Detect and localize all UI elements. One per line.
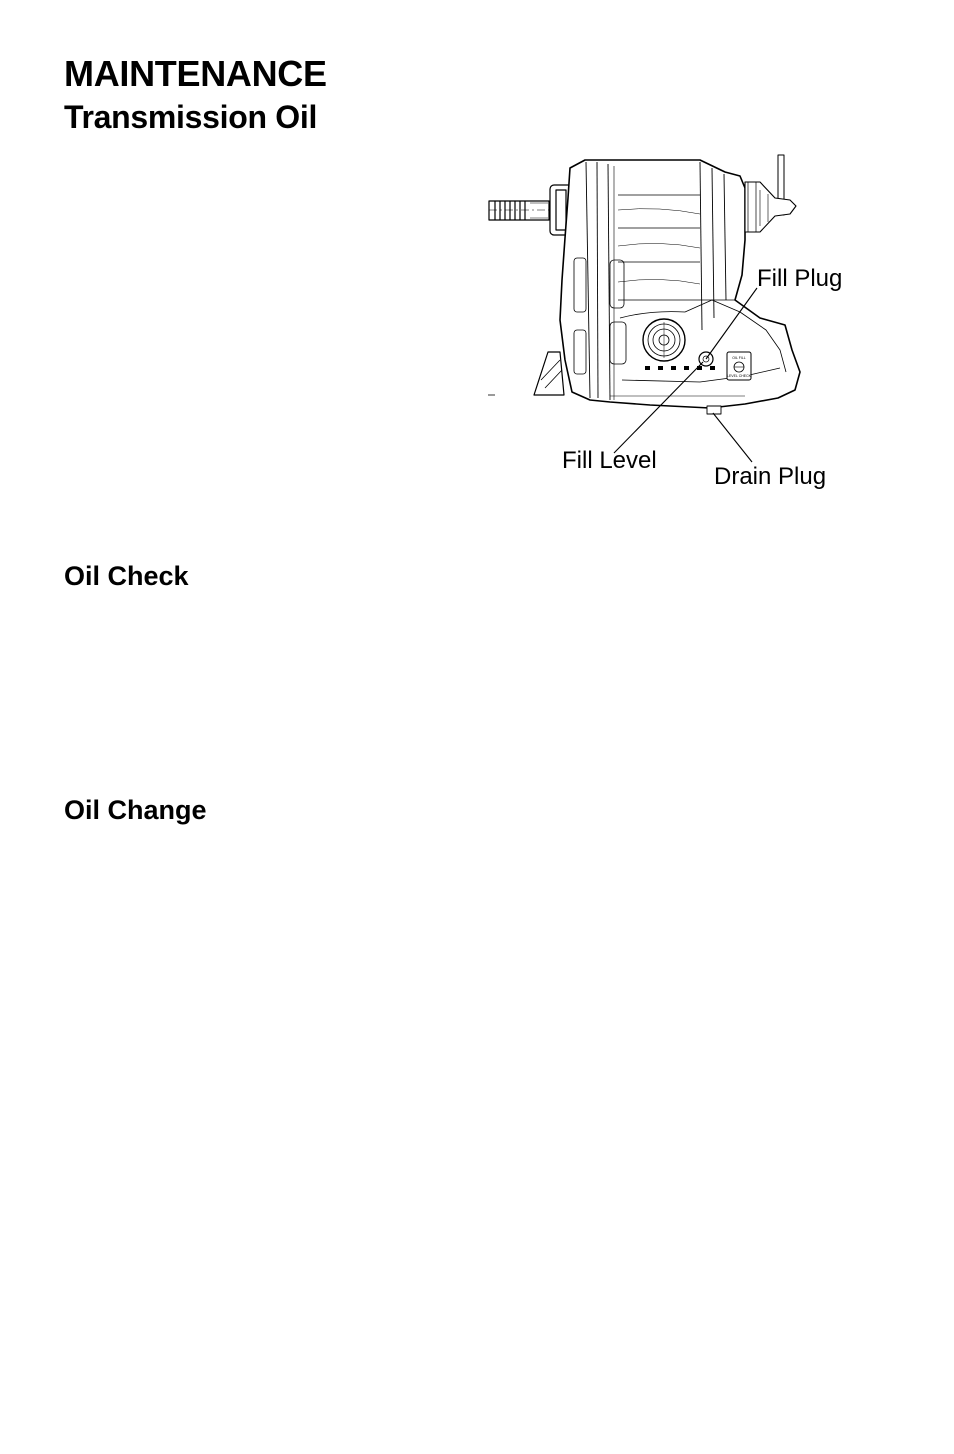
fill-plug-leader	[705, 287, 758, 360]
fill-plug-label: Fill Plug	[757, 265, 843, 292]
page-section-title: MAINTENANCE	[64, 53, 327, 94]
drain-plug-leader	[712, 412, 753, 463]
plate-text-level-check: LEVEL CHECK	[727, 374, 752, 378]
fill-level-leader	[613, 361, 704, 454]
shift-linkage	[744, 154, 797, 233]
page-topic-title: Transmission Oil	[64, 99, 318, 135]
oil-change-heading: Oil Change	[64, 795, 207, 825]
inspection-cover	[642, 318, 686, 362]
fill-level-label: Fill Level	[562, 447, 657, 474]
mount-bracket	[533, 351, 565, 396]
transmission-diagram: OIL FILL LEVEL CHECK	[488, 154, 801, 463]
plate-text-oil-fill: OIL FILL	[732, 356, 746, 360]
oil-check-heading: Oil Check	[64, 561, 189, 591]
drain-plug-label: Drain Plug	[714, 463, 827, 490]
level-check-plate	[726, 351, 752, 381]
transmission-housing	[559, 159, 801, 415]
